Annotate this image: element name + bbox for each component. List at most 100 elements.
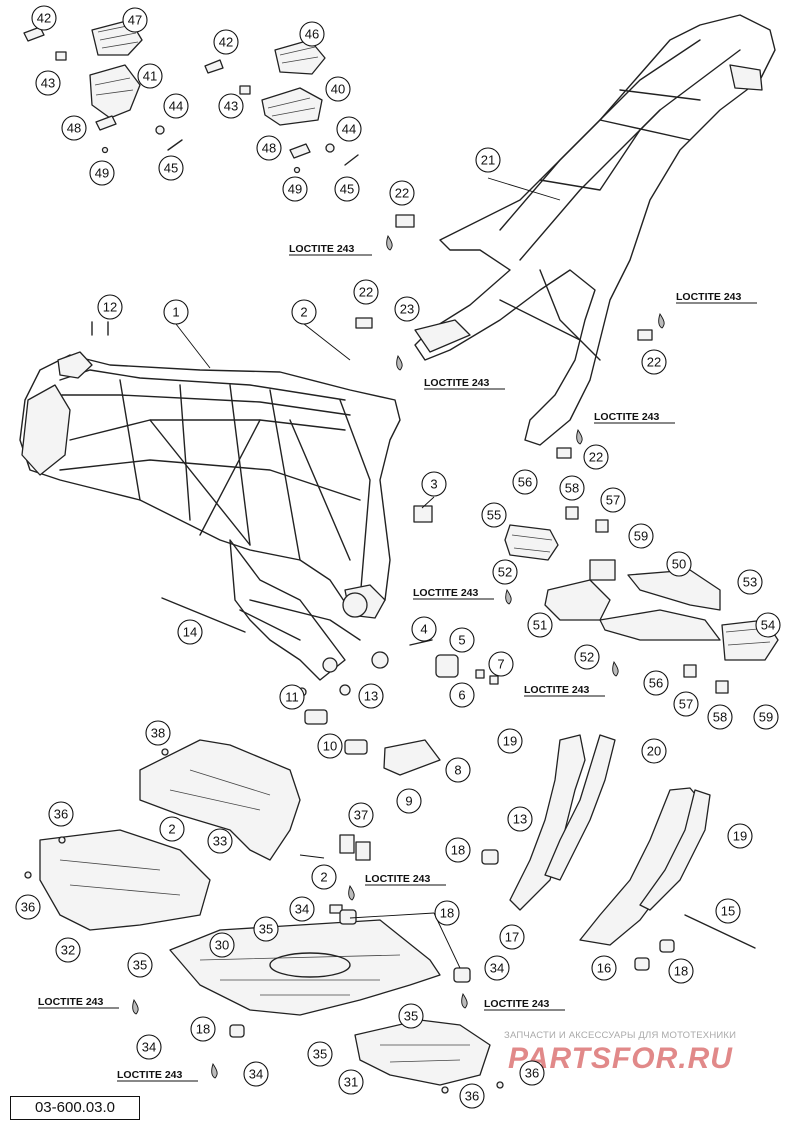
callout-38: 38 <box>145 720 171 746</box>
callout-48: 48 <box>61 115 87 141</box>
callout-18: 18 <box>445 837 471 863</box>
svg-text:33: 33 <box>213 834 227 849</box>
watermark-tagline: ЗАПЧАСТИ И АКСЕССУАРЫ ДЛЯ МОТОТЕХНИКИ <box>504 1030 737 1041</box>
svg-text:45: 45 <box>340 182 354 197</box>
callout-36: 36 <box>15 894 41 920</box>
callout-58: 58 <box>707 704 733 730</box>
callout-42: 42 <box>213 29 239 55</box>
svg-text:43: 43 <box>41 76 55 91</box>
callout-35: 35 <box>253 916 279 942</box>
svg-text:18: 18 <box>451 843 465 858</box>
callout-34: 34 <box>289 896 315 922</box>
callout-2: 2 <box>291 299 317 325</box>
svg-text:4: 4 <box>420 622 427 637</box>
callout-3: 3 <box>421 471 447 497</box>
svg-text:44: 44 <box>169 99 183 114</box>
svg-text:34: 34 <box>249 1067 263 1082</box>
callout-36: 36 <box>48 801 74 827</box>
svg-text:57: 57 <box>679 697 693 712</box>
callout-2: 2 <box>311 864 337 890</box>
small-hardware <box>23 26 359 174</box>
callout-22: 22 <box>353 279 379 305</box>
callout-30: 30 <box>209 932 235 958</box>
callout-16: 16 <box>591 955 617 981</box>
svg-text:48: 48 <box>67 121 81 136</box>
svg-text:18: 18 <box>196 1022 210 1037</box>
callout-5: 5 <box>449 627 475 653</box>
svg-text:23: 23 <box>400 302 414 317</box>
guards-and-skid-plates <box>39 739 491 1086</box>
callout-43: 43 <box>218 93 244 119</box>
svg-text:6: 6 <box>458 688 465 703</box>
callout-52: 52 <box>574 644 600 670</box>
svg-text:59: 59 <box>634 529 648 544</box>
callout-49: 49 <box>89 160 115 186</box>
callout-36: 36 <box>519 1060 545 1086</box>
callout-12: 12 <box>97 294 123 320</box>
svg-text:LOCTITE 243: LOCTITE 243 <box>413 587 479 599</box>
svg-text:56: 56 <box>518 475 532 490</box>
svg-text:36: 36 <box>525 1066 539 1081</box>
svg-text:LOCTITE 243: LOCTITE 243 <box>676 291 742 303</box>
callout-33: 33 <box>207 828 233 854</box>
callout-35: 35 <box>127 952 153 978</box>
callout-4: 4 <box>411 616 437 642</box>
loctite-label: LOCTITE 243 <box>461 992 565 1011</box>
callout-35: 35 <box>307 1041 333 1067</box>
svg-text:58: 58 <box>713 710 727 725</box>
callout-59: 59 <box>628 523 654 549</box>
loctite-label: LOCTITE 243 <box>576 411 675 445</box>
callout-22: 22 <box>583 444 609 470</box>
svg-text:49: 49 <box>95 166 109 181</box>
callout-31: 31 <box>338 1069 364 1095</box>
callout-45: 45 <box>158 155 184 181</box>
svg-text:53: 53 <box>743 575 757 590</box>
svg-text:42: 42 <box>219 35 233 50</box>
callout-37: 37 <box>348 802 374 828</box>
callout-58: 58 <box>559 475 585 501</box>
callout-43: 43 <box>35 70 61 96</box>
callout-1: 1 <box>163 299 189 325</box>
svg-text:38: 38 <box>151 726 165 741</box>
callout-18: 18 <box>190 1016 216 1042</box>
loctite-label: LOCTITE 243 <box>117 1062 218 1082</box>
svg-text:35: 35 <box>259 922 273 937</box>
svg-text:15: 15 <box>721 904 735 919</box>
svg-text:36: 36 <box>54 807 68 822</box>
svg-text:34: 34 <box>490 961 504 976</box>
loctite-label: LOCTITE 243 <box>396 354 505 390</box>
leader-lines <box>175 177 561 969</box>
callout-41: 41 <box>137 63 163 89</box>
svg-text:50: 50 <box>672 557 686 572</box>
svg-text:21: 21 <box>481 153 495 168</box>
svg-text:14: 14 <box>183 625 197 640</box>
callout-20: 20 <box>641 738 667 764</box>
callout-18: 18 <box>668 958 694 984</box>
svg-text:34: 34 <box>142 1040 156 1055</box>
callout-45: 45 <box>334 176 360 202</box>
loctite-label: LOCTITE 243 <box>658 291 757 329</box>
svg-text:56: 56 <box>649 676 663 691</box>
svg-text:5: 5 <box>458 633 465 648</box>
svg-text:41: 41 <box>143 69 157 84</box>
subframe <box>414 14 776 446</box>
callout-35: 35 <box>398 1003 424 1029</box>
svg-text:48: 48 <box>262 141 276 156</box>
watermark-brand: PARTSFOR.RU <box>508 1042 733 1075</box>
callout-40: 40 <box>325 76 351 102</box>
callout-17: 17 <box>499 924 525 950</box>
callout-52: 52 <box>492 559 518 585</box>
svg-text:1: 1 <box>172 305 179 320</box>
svg-text:LOCTITE 243: LOCTITE 243 <box>484 998 550 1010</box>
svg-text:2: 2 <box>168 822 175 837</box>
svg-text:LOCTITE 243: LOCTITE 243 <box>38 996 104 1008</box>
svg-text:30: 30 <box>215 938 229 953</box>
callout-10: 10 <box>317 733 343 759</box>
svg-text:18: 18 <box>440 906 454 921</box>
callout-11: 11 <box>279 684 305 710</box>
callout-13: 13 <box>507 806 533 832</box>
callout-21: 21 <box>475 147 501 173</box>
callout-57: 57 <box>673 691 699 717</box>
bracket-8 <box>383 739 441 776</box>
